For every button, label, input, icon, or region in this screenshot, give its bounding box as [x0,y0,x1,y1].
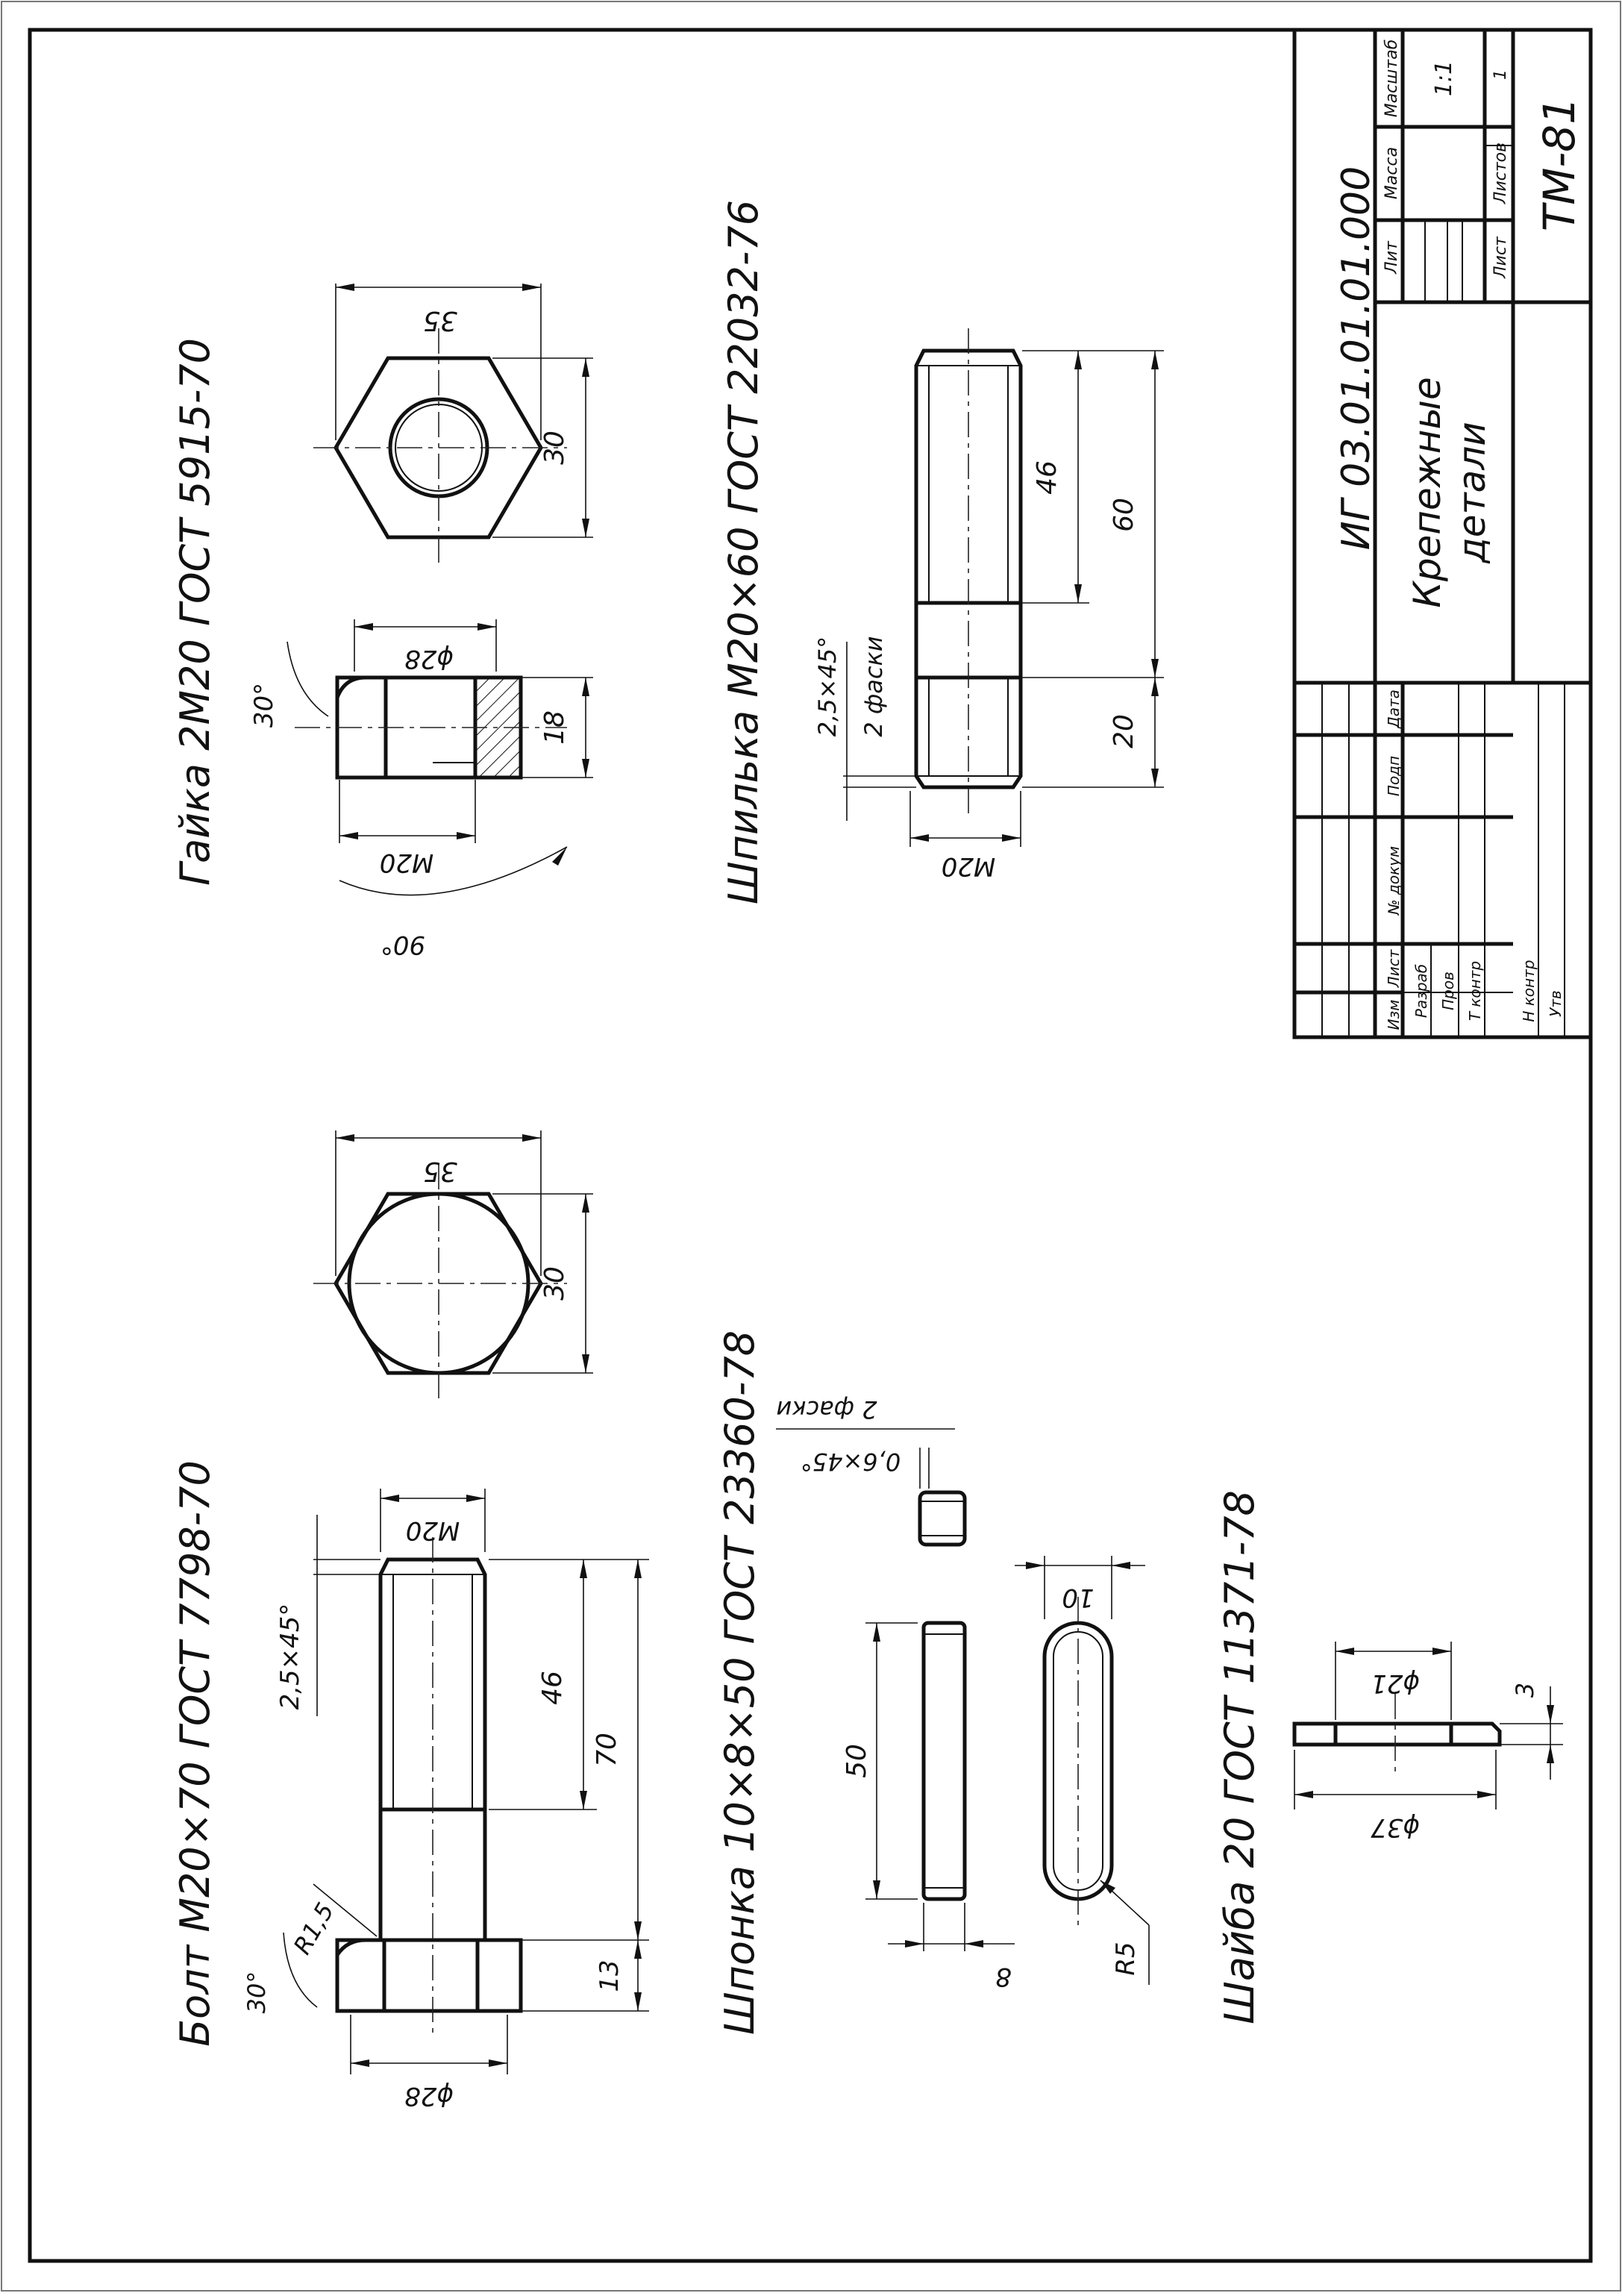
col-izm: Изм [1385,1000,1403,1030]
sheets-label: Листов [1491,143,1510,204]
washer-dim-phi37: ϕ37 [1371,1812,1420,1842]
title-bolt: Болт М20×70 ГОСТ 7798-70 [172,1460,219,2047]
row-approve: Утв [1547,990,1565,1017]
bolt-dim-m20: М20 [406,1515,460,1545]
sheets-value: 1 [1491,69,1510,80]
col-doc: № докум [1385,846,1403,916]
washer-dim-phi21: ϕ21 [1371,1668,1420,1698]
bolt-dim-70: 70 [592,1733,622,1767]
bolt-dim-46: 46 [537,1671,568,1705]
bolt-chamfer: 2,5×45° [275,1604,305,1710]
washer-view: ϕ21 ϕ37 3 [1292,1642,1563,1842]
bolt-dim-35: 35 [423,1156,457,1186]
nut-dim-phi28: ϕ28 [404,644,454,674]
key-dim-10: 10 [1062,1583,1094,1612]
scale-label: Масштаб [1383,40,1401,118]
bolt-dim-phi28: ϕ28 [404,2081,454,2111]
nut-angle-90: 90° [381,930,425,960]
stud-view: 46 60 20 М20 2,5×45° 2 фаски [813,328,1164,881]
stud-chamfer-note: 2 фаски [859,636,888,736]
nut-dim-35: 35 [423,305,457,336]
designation: ИГ 03.01.01.01.000 [1334,166,1379,550]
sheet-label: Лист [1491,236,1510,279]
nut-dim-m20: М20 [380,848,434,878]
bolt-head-plan-view: 35 30 [313,1130,593,1403]
title-key: Шпонка 10×8×50 ГОСТ 23360-78 [716,1330,763,2035]
title-nut: Гайка 2М20 ГОСТ 5915-70 [172,338,219,886]
key-views: 2 фаски 0,6×45° 50 8 10 R5 [776,1395,1150,1992]
col-sign: Подп [1385,756,1403,796]
scale-value: 1:1 [1431,60,1457,96]
title-block: ИГ 03.01.01.01.000 Крепежные детали Лит … [1292,28,1593,1039]
row-ncontrol: Н контр [1520,960,1538,1022]
key-chamfer: 0,6×45° [801,1448,901,1476]
col-date: Дата [1385,689,1403,729]
col-list: Лист [1385,948,1403,988]
nut-side-view: ϕ28 18 М20 30° 90° [249,619,593,960]
title-stud: Шпилька М20×60 ГОСТ 22032-76 [720,200,767,904]
key-chamfer-note: 2 фаски [776,1395,877,1424]
bolt-dim-13: 13 [595,1959,624,1992]
stud-dim-60: 60 [1109,498,1139,532]
row-develop: Разраб [1412,964,1430,1018]
stud-dim-m20: М20 [942,851,996,881]
nut-angle-30: 30° [249,683,279,728]
washer-dim-3: 3 [1511,1683,1539,1698]
stud-chamfer: 2,5×45° [813,636,842,736]
key-dim-50: 50 [842,1744,872,1778]
group-code: ТМ-81 [1534,97,1585,231]
bolt-radius: R1,5 [288,1898,339,1959]
title-name-line2: детали [1450,422,1494,564]
nut-dim-18: 18 [539,710,570,745]
title-name-line1: Крепежные [1406,377,1449,607]
bolt-dim-30: 30 [539,1266,570,1301]
nut-plan-view: 35 30 [313,284,593,567]
key-dim-8: 8 [995,1962,1012,1992]
stud-dim-46: 46 [1032,460,1062,495]
row-check: Пров [1439,972,1457,1010]
stud-dim-20: 20 [1109,714,1139,748]
row-tcontrol: Т контр [1466,961,1484,1021]
mass-label: Масса [1383,147,1401,199]
lit-label: Лит [1383,240,1401,275]
key-radius: R5 [1111,1942,1141,1975]
bolt-side-view: М20 2,5×45° 46 70 13 R1,5 30° [242,1489,649,2111]
title-washer: Шайба 20 ГОСТ 11371-78 [1216,1490,1263,2024]
bolt-angle-30: 30° [242,1971,271,2014]
drawing-frame [28,28,1593,2263]
nut-dim-30: 30 [539,431,570,465]
